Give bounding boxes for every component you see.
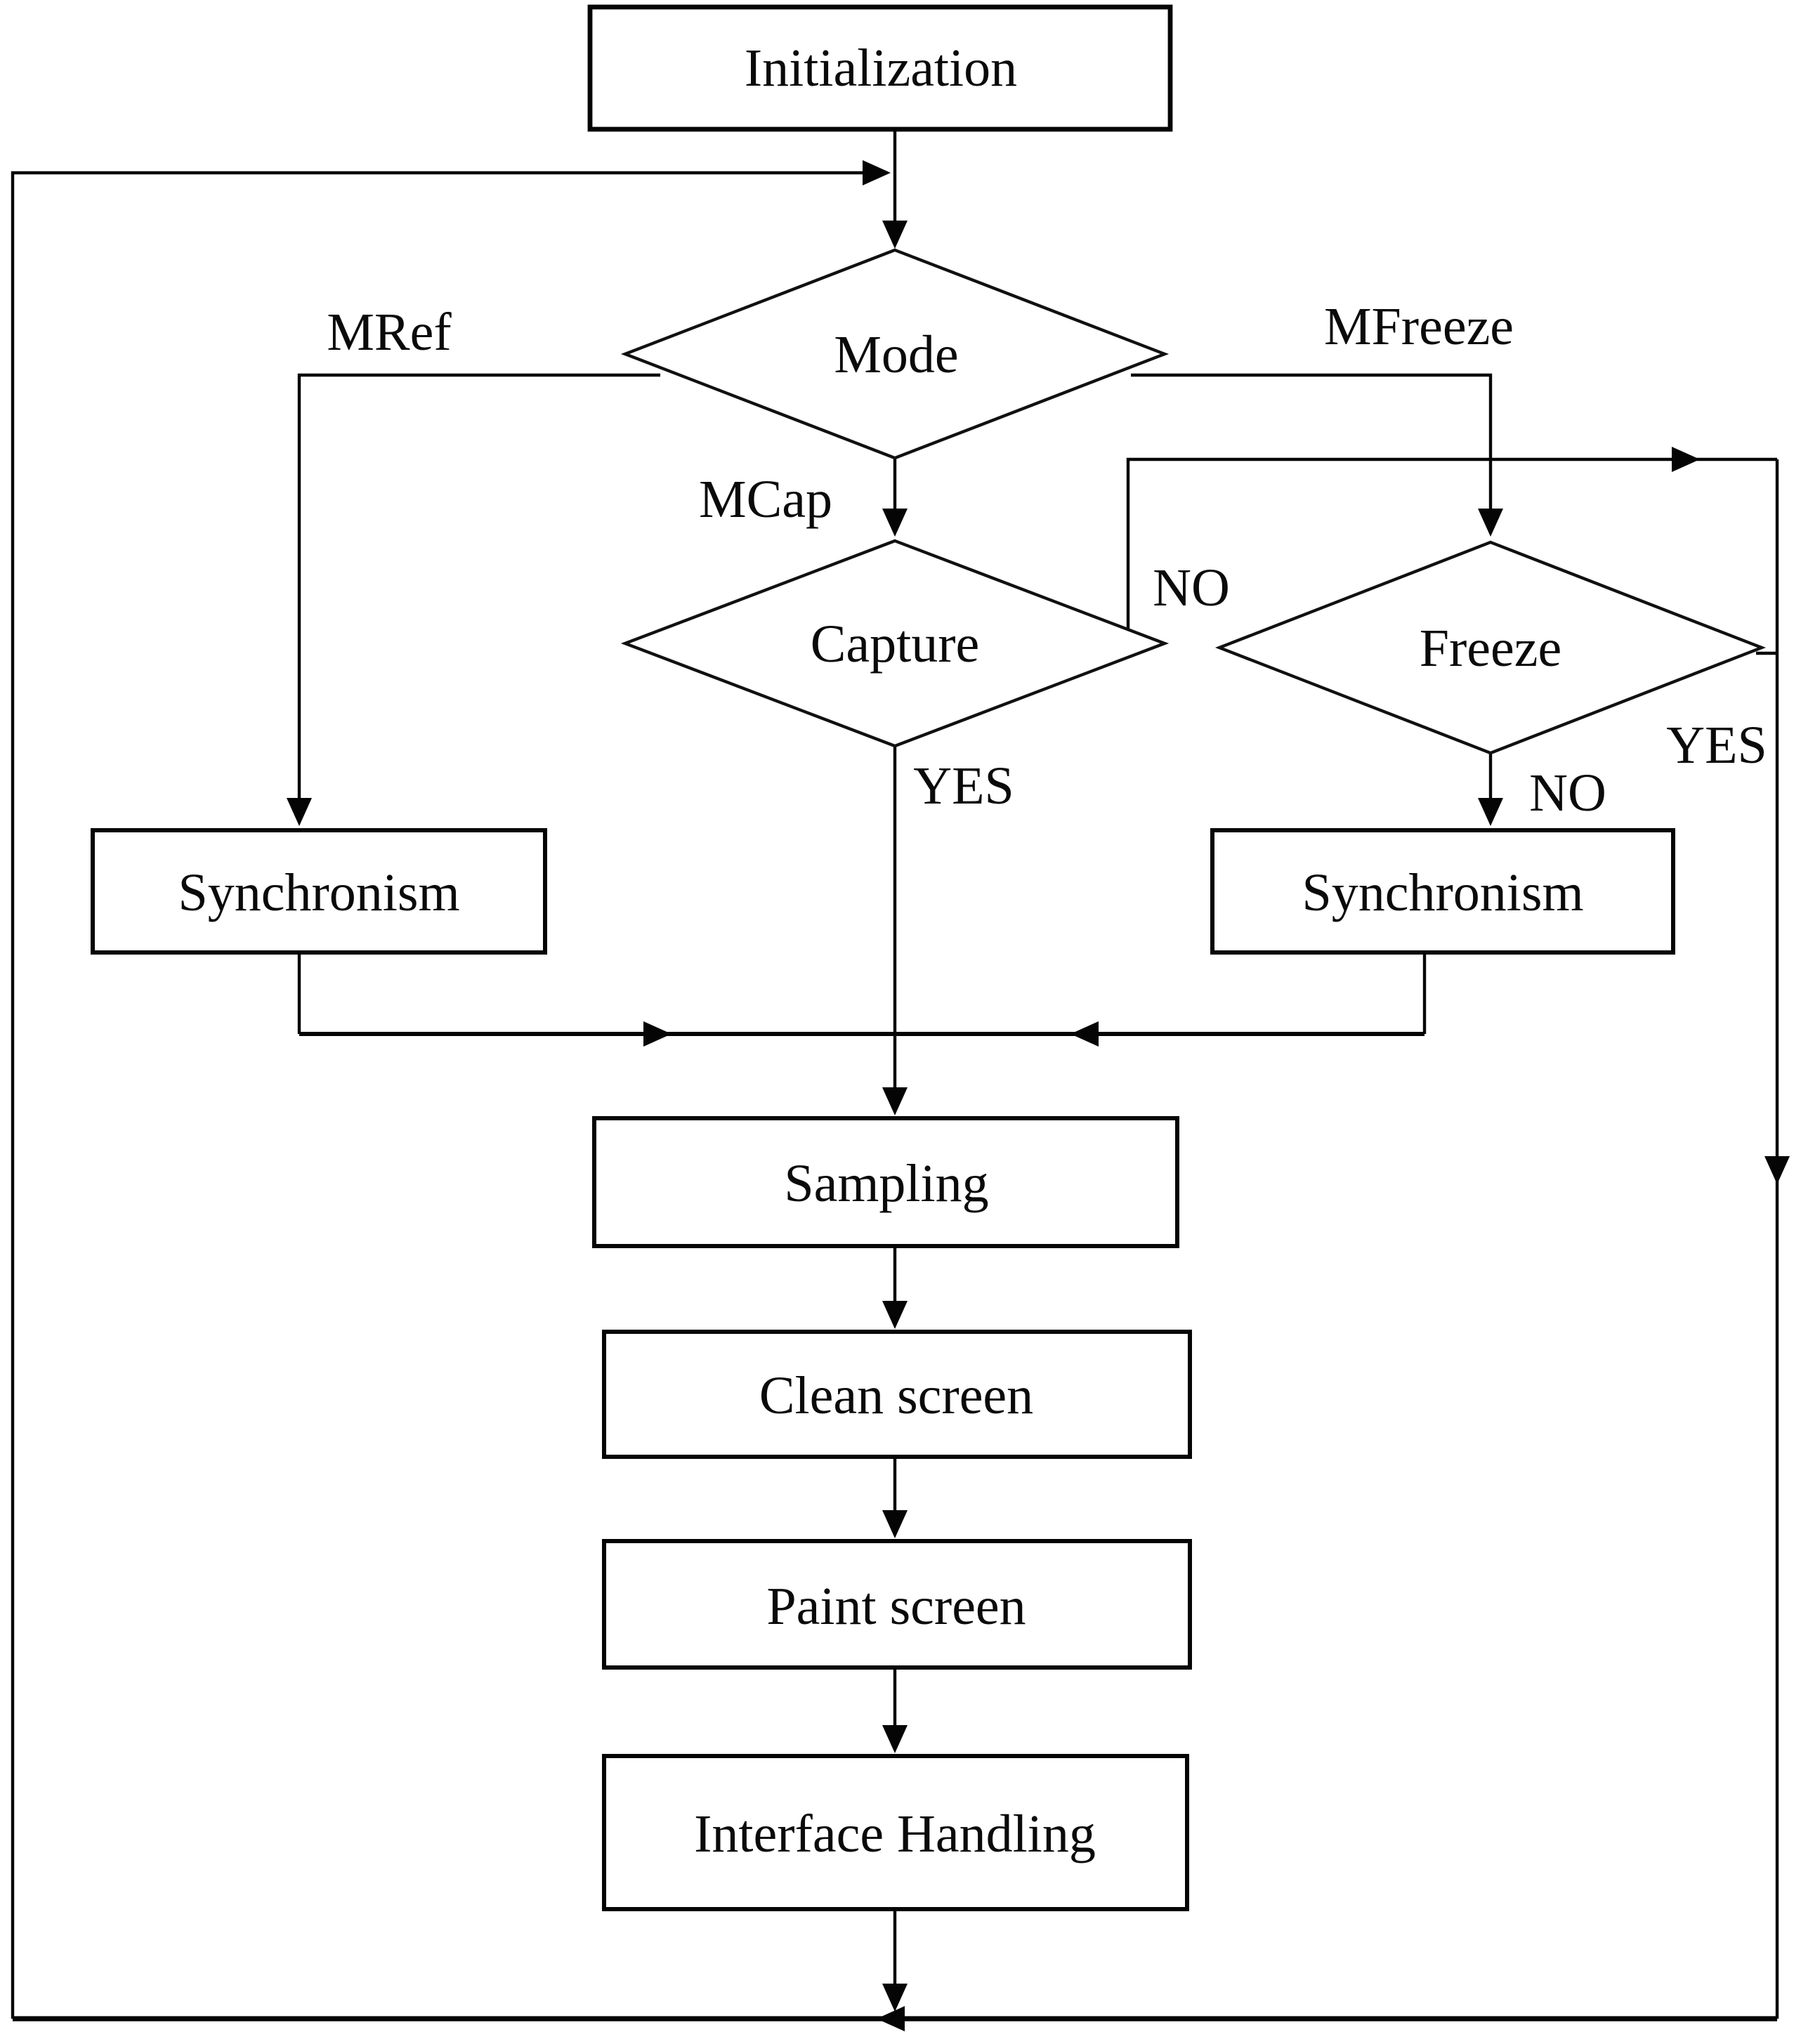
arrowhead: [877, 2006, 905, 2031]
edge-label-capture-no: NO: [1153, 558, 1230, 617]
arrowhead: [863, 160, 891, 185]
node-initialization: Initialization: [587, 4, 1173, 132]
interface-handling-box: [602, 1754, 1189, 1911]
edge-sampling-to-clean: [882, 1246, 908, 1329]
node-freeze: Freeze: [1214, 540, 1767, 755]
freeze-label: Freeze: [1420, 619, 1562, 678]
arrowhead: [1070, 1021, 1099, 1047]
edge-paint-to-interface: [882, 1668, 908, 1753]
edge-clean-to-paint: [882, 1457, 908, 1538]
arrowhead: [1672, 447, 1700, 472]
edge-capture-yes-to-sampling: [882, 746, 908, 1115]
edge-bottom-collector: [13, 2006, 1777, 2031]
node-clean-screen: Clean screen: [602, 1330, 1192, 1459]
sampling-box: [592, 1116, 1179, 1248]
arrowhead: [882, 509, 908, 537]
arrowhead: [882, 1984, 908, 2012]
edge-initialization-to-mode: [882, 129, 908, 249]
edge-mode-to-freeze: [1131, 373, 1503, 537]
freeze-diamond: [1214, 540, 1767, 755]
initialization-label: Initialization: [745, 39, 1017, 98]
node-interface-handling: Interface Handling: [602, 1754, 1189, 1911]
initialization-box: [587, 4, 1173, 132]
edge-label-freeze-yes: YES: [1666, 716, 1767, 775]
mode-diamond: [620, 248, 1170, 460]
edge-label-freeze-no: NO: [1529, 764, 1606, 823]
edge-label-mfreeze: MFreeze: [1324, 297, 1514, 356]
arrowhead: [882, 1725, 908, 1753]
capture-diamond: [620, 539, 1170, 748]
edge-mode-to-capture: [882, 458, 908, 537]
paint-screen-label: Paint screen: [766, 1577, 1026, 1636]
node-synchronism-right: Synchronism: [1210, 828, 1675, 955]
arrowhead: [1478, 509, 1503, 537]
node-mode: Mode: [620, 248, 1170, 460]
clean-screen-box: [602, 1330, 1192, 1459]
edge-interface-to-bottom: [882, 1909, 908, 2012]
arrowhead: [1478, 798, 1503, 826]
edge-freeze-to-synchronism-right: [1478, 753, 1503, 826]
edge-synchronism-merge: [297, 952, 1427, 1047]
mode-label: Mode: [834, 325, 958, 384]
arrowhead: [882, 1301, 908, 1329]
arrowhead: [882, 221, 908, 249]
arrowhead: [882, 1087, 908, 1115]
arrowhead: [287, 798, 312, 826]
synchronism-right-label: Synchronism: [1302, 863, 1583, 922]
arrowhead: [882, 1510, 908, 1538]
node-synchronism-left: Synchronism: [91, 828, 547, 955]
synchronism-left-box: [91, 828, 547, 955]
arrowhead: [643, 1021, 672, 1047]
capture-label: Capture: [811, 615, 980, 674]
interface-handling-label: Interface Handling: [694, 1804, 1096, 1863]
synchronism-left-label: Synchronism: [178, 863, 459, 922]
arrowhead: [1764, 1156, 1790, 1184]
node-paint-screen: Paint screen: [602, 1539, 1192, 1670]
edge-loopback-left: [11, 160, 891, 2019]
edge-label-capture-yes: YES: [913, 756, 1014, 815]
edge-mode-to-synchronism-left: [287, 373, 660, 826]
edge-label-mcap: MCap: [699, 470, 832, 529]
sampling-label: Sampling: [784, 1154, 988, 1213]
node-capture: Capture: [620, 539, 1170, 748]
edge-right-bus: [1764, 459, 1790, 2019]
edge-label-mref: MRef: [327, 303, 452, 362]
node-sampling: Sampling: [592, 1116, 1179, 1248]
paint-screen-box: [602, 1539, 1192, 1670]
edge-capture-no-loop: [1126, 447, 1777, 629]
clean-screen-label: Clean screen: [759, 1366, 1033, 1425]
synchronism-right-box: [1210, 828, 1675, 955]
